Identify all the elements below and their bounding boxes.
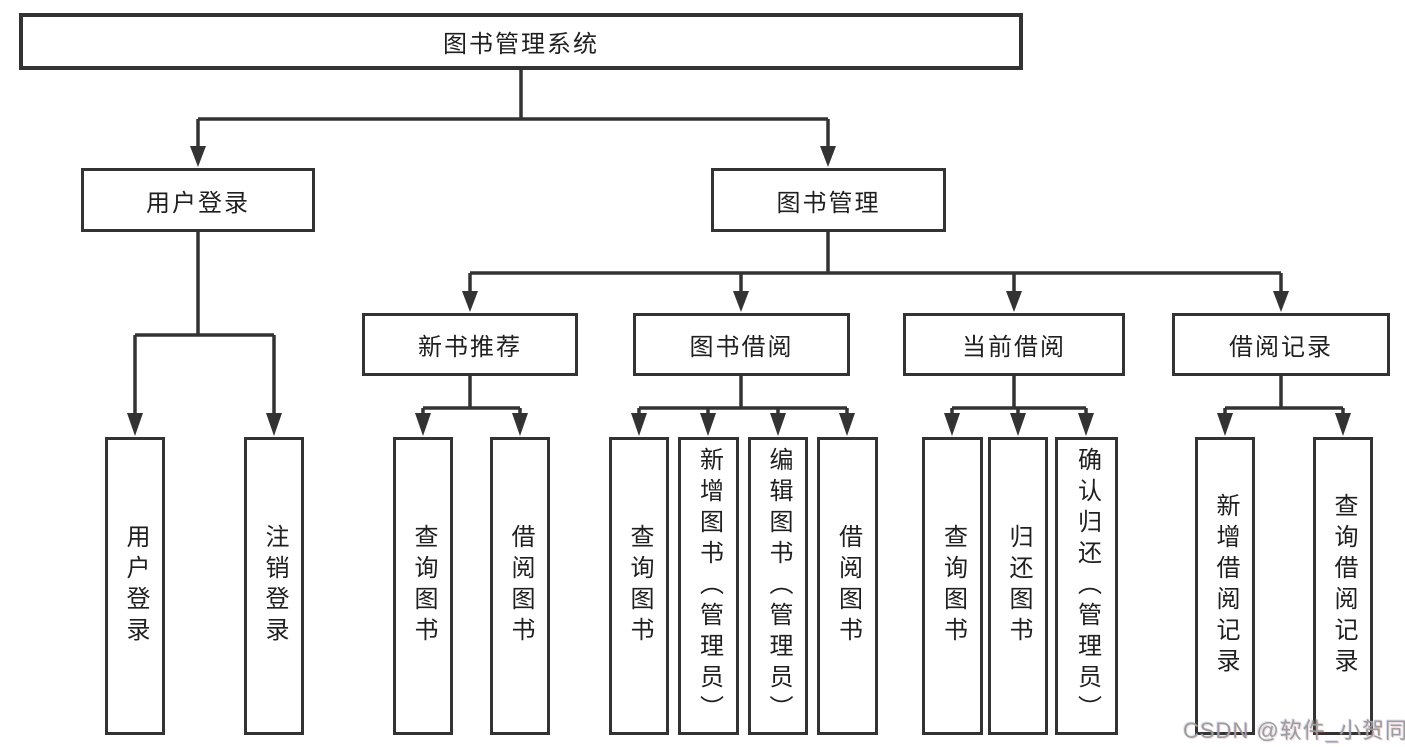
arrowhead-down-icon <box>944 413 960 436</box>
node-borrowing-records-label: 借阅记录 <box>1229 334 1333 361</box>
arrowhead-down-icon <box>266 413 282 436</box>
node-new-book-recommend: 新书推荐 <box>362 313 578 376</box>
node-leaf-logout-label: 注销登录 <box>261 524 288 648</box>
node-leaf-add-book-admin: 新增图书（管理员） <box>678 437 739 735</box>
connector-line <box>421 376 522 415</box>
node-book-management: 图书管理 <box>711 168 946 232</box>
connector-line <box>950 376 1088 415</box>
connector-line <box>1223 376 1345 415</box>
arrowhead-down-icon <box>127 413 143 436</box>
arrowhead-down-icon <box>1006 291 1022 312</box>
node-new-book-recommend-label: 新书推荐 <box>418 334 522 361</box>
arrowhead-down-icon <box>770 413 786 436</box>
connector-new-book-recommend-to-children <box>415 376 528 436</box>
node-leaf-recommend-borrow-book: 借阅图书 <box>490 437 550 735</box>
node-leaf-recommend-query-book: 查询图书 <box>393 437 453 735</box>
connector-line <box>637 376 849 415</box>
connector-current-borrowing-to-children <box>944 376 1094 436</box>
arrowhead-down-icon <box>839 413 855 436</box>
arrowhead-down-icon <box>820 146 836 167</box>
node-user-login-label: 用户登录 <box>146 189 250 217</box>
node-leaf-logout: 注销登录 <box>244 437 304 735</box>
node-borrowing-records: 借阅记录 <box>1172 313 1390 376</box>
csdn-watermark: CSDN @软件_小贺同学 <box>1183 718 1405 743</box>
connector-line <box>133 232 276 415</box>
arrowhead-down-icon <box>1335 413 1351 436</box>
node-leaf-current-query-book: 查询图书 <box>922 437 983 735</box>
node-leaf-user-login-label: 用户登录 <box>122 524 149 648</box>
node-leaf-return-book-label: 归还图书 <box>1005 524 1032 648</box>
node-current-borrowing-label: 当前借阅 <box>962 334 1066 361</box>
node-leaf-edit-book-admin: 编辑图书（管理员） <box>748 437 808 735</box>
arrowhead-down-icon <box>1273 291 1289 312</box>
node-leaf-query-borrow-record-label: 查询借阅记录 <box>1330 493 1357 679</box>
node-leaf-borrowing-borrow-book-label: 借阅图书 <box>834 524 862 648</box>
arrowhead-down-icon <box>1217 413 1233 436</box>
connector-root-to-level2 <box>190 70 836 167</box>
node-leaf-return-book: 归还图书 <box>988 437 1048 735</box>
arrowhead-down-icon <box>1078 413 1094 436</box>
node-root: 图书管理系统 <box>19 13 1023 70</box>
connector-line <box>468 232 1283 293</box>
node-user-login: 用户登录 <box>81 168 315 232</box>
connector-book-management-to-level3 <box>462 232 1289 312</box>
node-leaf-borrowing-query-book-label: 查询图书 <box>626 524 653 648</box>
connector-line <box>196 70 830 148</box>
arrowhead-down-icon <box>631 413 647 436</box>
node-leaf-add-borrow-record: 新增借阅记录 <box>1195 437 1255 735</box>
node-leaf-add-borrow-record-label: 新增借阅记录 <box>1212 493 1239 679</box>
node-leaf-borrowing-query-book: 查询图书 <box>609 437 669 735</box>
connector-borrowing-records-to-children <box>1217 376 1351 436</box>
arrowhead-down-icon <box>1010 413 1026 436</box>
arrowhead-down-icon <box>190 146 206 167</box>
arrowhead-down-icon <box>700 413 716 436</box>
node-leaf-borrowing-borrow-book: 借阅图书 <box>817 437 878 735</box>
node-leaf-recommend-borrow-book-label: 借阅图书 <box>507 524 534 648</box>
node-book-borrowing: 图书借阅 <box>633 313 850 376</box>
connector-user-login-to-children <box>127 232 282 436</box>
node-leaf-edit-book-admin-label: 编辑图书（管理员） <box>765 446 792 726</box>
node-leaf-add-book-admin-label: 新增图书（管理员） <box>695 446 723 726</box>
node-current-borrowing: 当前借阅 <box>903 313 1125 376</box>
arrowhead-down-icon <box>415 413 431 436</box>
arrowhead-down-icon <box>733 291 749 312</box>
arrowhead-down-icon <box>462 291 478 312</box>
connector-book-borrowing-to-children <box>631 376 855 436</box>
node-book-borrowing-label: 图书借阅 <box>689 334 794 361</box>
node-leaf-recommend-query-book-label: 查询图书 <box>410 524 437 648</box>
node-leaf-confirm-return-admin: 确认归还（管理员） <box>1055 437 1118 735</box>
arrowhead-down-icon <box>512 413 528 436</box>
node-leaf-current-query-book-label: 查询图书 <box>939 524 967 648</box>
node-leaf-confirm-return-admin-label: 确认归还（管理员） <box>1073 446 1101 726</box>
node-leaf-user-login: 用户登录 <box>105 437 165 735</box>
node-book-management-label: 图书管理 <box>776 189 881 217</box>
node-root-label: 图书管理系统 <box>443 31 599 58</box>
node-leaf-query-borrow-record: 查询借阅记录 <box>1313 437 1373 735</box>
